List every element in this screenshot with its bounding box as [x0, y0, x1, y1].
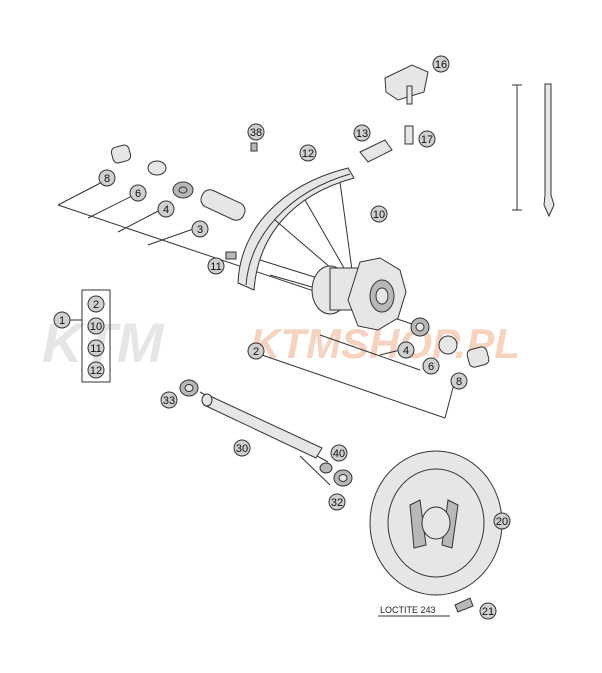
group-bracket	[70, 289, 111, 383]
callout-21: 21	[479, 602, 497, 620]
svg-text:8: 8	[104, 173, 110, 185]
loctite-note: LOCTITE 243	[380, 605, 436, 615]
valve-stem	[406, 85, 413, 105]
callout-33: 33	[160, 391, 178, 409]
svg-text:20: 20	[496, 516, 508, 528]
rim-tape-13	[359, 139, 393, 163]
callout-4-right: 4	[397, 341, 415, 359]
valve-nut-17	[404, 125, 414, 145]
svg-text:6: 6	[428, 361, 434, 373]
svg-text:10: 10	[90, 321, 102, 333]
callout-6-right: 6	[422, 357, 440, 375]
svg-text:38: 38	[250, 127, 262, 139]
svg-text:12: 12	[90, 365, 102, 377]
seal-6-left	[147, 160, 167, 176]
axle-30	[203, 395, 323, 459]
svg-text:6: 6	[135, 188, 141, 200]
svg-text:13: 13	[356, 128, 368, 140]
svg-text:11: 11	[90, 343, 101, 355]
svg-text:17: 17	[421, 134, 433, 146]
callout-12: 12	[299, 144, 317, 162]
svg-text:12: 12	[302, 148, 314, 160]
callout-13: 13	[353, 124, 371, 142]
right-parts	[410, 317, 490, 368]
svg-text:10: 10	[373, 209, 385, 221]
svg-text:32: 32	[331, 497, 343, 509]
callout-1: 1	[53, 311, 71, 329]
callout-8-left: 8	[98, 169, 116, 187]
distance-sleeve-3	[200, 189, 246, 221]
svg-text:2: 2	[93, 299, 99, 311]
spacer-8-right	[466, 346, 490, 368]
callout-3: 3	[191, 220, 209, 238]
svg-text:16: 16	[435, 59, 447, 71]
hub	[311, 257, 407, 331]
seal-6-right	[438, 335, 458, 355]
callout-38: 38	[247, 123, 265, 141]
callout-11-group: 11	[87, 339, 105, 357]
callout-40: 40	[330, 444, 348, 462]
callout-2: 2	[247, 342, 265, 360]
callout-10: 10	[370, 205, 388, 223]
disc-bolt-21	[454, 597, 474, 613]
spoke-10-detail	[543, 83, 555, 218]
callout-8-right: 8	[450, 372, 468, 390]
svg-text:4: 4	[403, 345, 409, 357]
svg-text:4: 4	[163, 204, 169, 216]
svg-text:40: 40	[333, 448, 345, 460]
callout-11: 11	[207, 257, 225, 275]
callout-2-group: 2	[87, 295, 105, 313]
brake-disc-20	[369, 450, 503, 596]
left-parts	[110, 144, 246, 260]
washer-40	[319, 462, 333, 474]
callout-30: 30	[233, 439, 251, 457]
callout-17: 17	[418, 130, 436, 148]
spacer-8-left	[110, 144, 132, 164]
callout-10-group: 10	[87, 317, 105, 335]
top-parts	[250, 64, 429, 163]
callout-6-left: 6	[129, 184, 147, 202]
svg-text:2: 2	[253, 346, 259, 358]
axle-group	[179, 379, 353, 487]
callout-20: 20	[493, 512, 511, 530]
callout-4-left: 4	[157, 200, 175, 218]
spoke-measure	[512, 83, 555, 218]
screw-38	[250, 142, 258, 152]
svg-text:33: 33	[163, 395, 175, 407]
callout-16: 16	[432, 55, 450, 73]
callout-12-group: 12	[87, 361, 105, 379]
svg-text:3: 3	[197, 224, 203, 236]
assembly-lines	[57, 177, 456, 486]
valve-cap-16	[384, 64, 429, 101]
svg-text:30: 30	[236, 443, 248, 455]
svg-text:8: 8	[456, 376, 462, 388]
rim-12	[237, 167, 355, 291]
spoke-nipple-11	[225, 251, 237, 260]
callout-32: 32	[328, 493, 346, 511]
svg-text:21: 21	[482, 606, 494, 618]
svg-text:1: 1	[59, 315, 65, 327]
svg-text:11: 11	[210, 261, 221, 273]
